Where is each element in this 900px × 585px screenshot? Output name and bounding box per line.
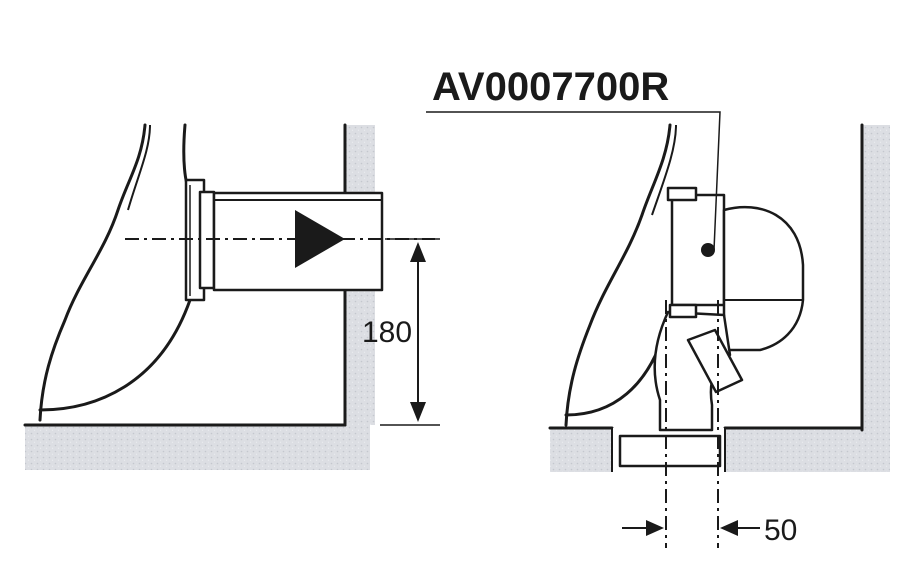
reference-dot [701,243,715,257]
height-dimension-label: 180 [362,316,412,349]
right-view-vertical-outlet: AV0007700R 50 [426,65,890,548]
left-toilet-body [38,123,147,422]
right-toilet-body [564,123,672,427]
left-floor [25,425,370,470]
diagonal-collar [686,328,744,394]
outlet-elbow [722,205,805,352]
part-code-label: AV0007700R [432,65,669,109]
left-view-horizontal-outlet: 180 [23,123,440,470]
offset-dimension-label: 50 [764,514,797,547]
right-toilet-bowl [564,318,670,417]
right-wall [862,125,890,430]
part-leader-line [426,111,721,251]
floor-drain-collar [618,434,722,468]
left-toilet-bowl [38,298,192,412]
